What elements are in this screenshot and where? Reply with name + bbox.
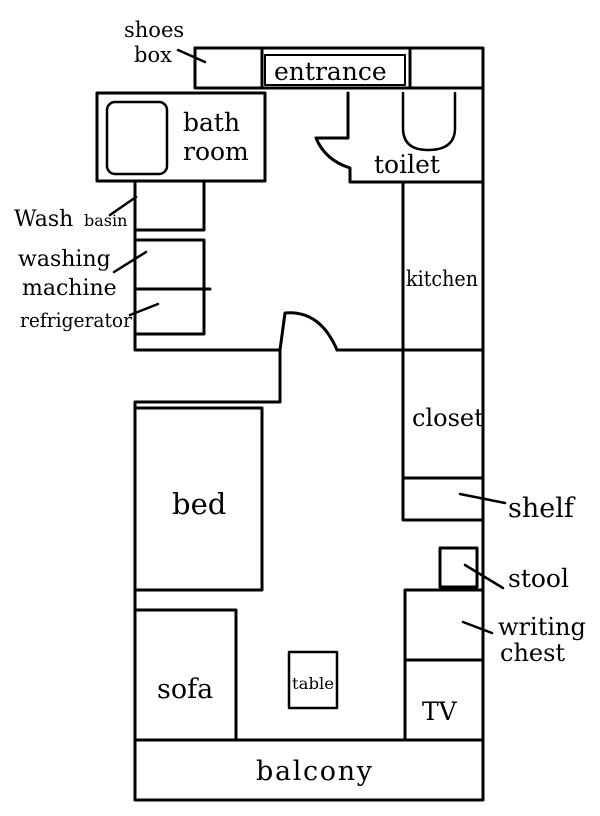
sofa-box [133, 608, 238, 742]
refrigerator-label: refrigerator [20, 308, 132, 332]
shelf-label: shelf [508, 493, 576, 524]
top-storage-strip [193, 46, 485, 90]
toilet-label: toilet [374, 150, 440, 179]
bathroom-label-line1: bath [183, 108, 240, 137]
wash-basin-label-part2: basin [84, 211, 127, 230]
writing-chest-label-line2: chest [500, 639, 565, 667]
toilet-room-wall [314, 91, 485, 184]
entrance-label: entrance [274, 57, 387, 86]
wash-basin-label-part1: Wash [14, 207, 73, 232]
washing-machine-label-line2: machine [22, 276, 117, 301]
bathroom-label-line2: room [183, 137, 249, 166]
corridor-door [133, 311, 339, 742]
bathtub [105, 100, 169, 176]
table-label: table [292, 674, 334, 693]
table-box [287, 650, 339, 710]
balcony-label: balcony [256, 756, 373, 787]
bed-frame [133, 406, 264, 592]
utility-cabinets [133, 179, 282, 352]
bathroom-wall [95, 91, 267, 183]
toilet-bowl [401, 91, 457, 152]
bed-label: bed [172, 487, 226, 521]
leader-lines [108, 48, 507, 635]
shoes-box-label-line1: shoes [124, 18, 184, 42]
tv-label: TV [422, 697, 458, 726]
stool-label: stool [508, 564, 569, 593]
entrance-frame [264, 54, 406, 86]
closet-label: closet [412, 404, 484, 432]
stool-box [438, 546, 479, 589]
writing-chest-label-line1: writing [498, 613, 586, 641]
kitchen-label: kitchen [406, 267, 478, 291]
closet-shelf-wall [401, 476, 485, 522]
sofa-label: sofa [157, 674, 213, 705]
writing-chest-box [403, 588, 485, 742]
washing-machine-label-line1: washing [18, 247, 111, 272]
outer-wall [133, 46, 485, 802]
shoes-box-label-line2: box [134, 43, 172, 67]
